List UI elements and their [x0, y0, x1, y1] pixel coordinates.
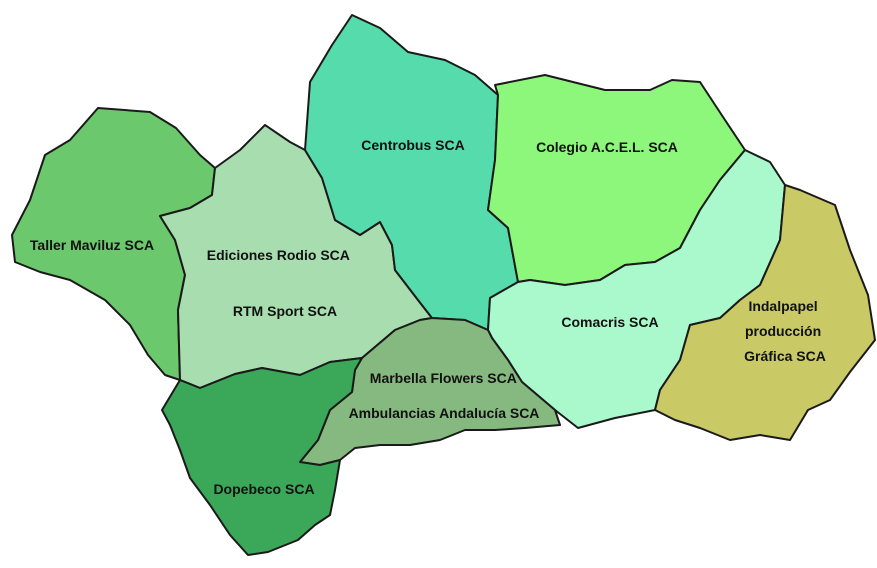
label-huelva: Taller Maviluz SCA: [30, 237, 154, 253]
label-jaen: Colegio A.C.E.L. SCA: [536, 139, 678, 155]
label-cordoba: Centrobus SCA: [361, 137, 464, 153]
label-cadiz: Dopebeco SCA: [213, 481, 314, 497]
region-almeria[interactable]: [654, 184, 876, 441]
label-sevilla: Ediciones Rodio SCA RTM Sport SCA: [207, 247, 354, 319]
label-almeria: Indalpapel producción Gráfica SCA: [744, 298, 826, 364]
label-malaga: Marbella Flowers SCA Ambulancias Andaluc…: [349, 370, 540, 421]
label-granada: Comacris SCA: [561, 314, 658, 330]
region-cadiz[interactable]: [161, 357, 363, 556]
